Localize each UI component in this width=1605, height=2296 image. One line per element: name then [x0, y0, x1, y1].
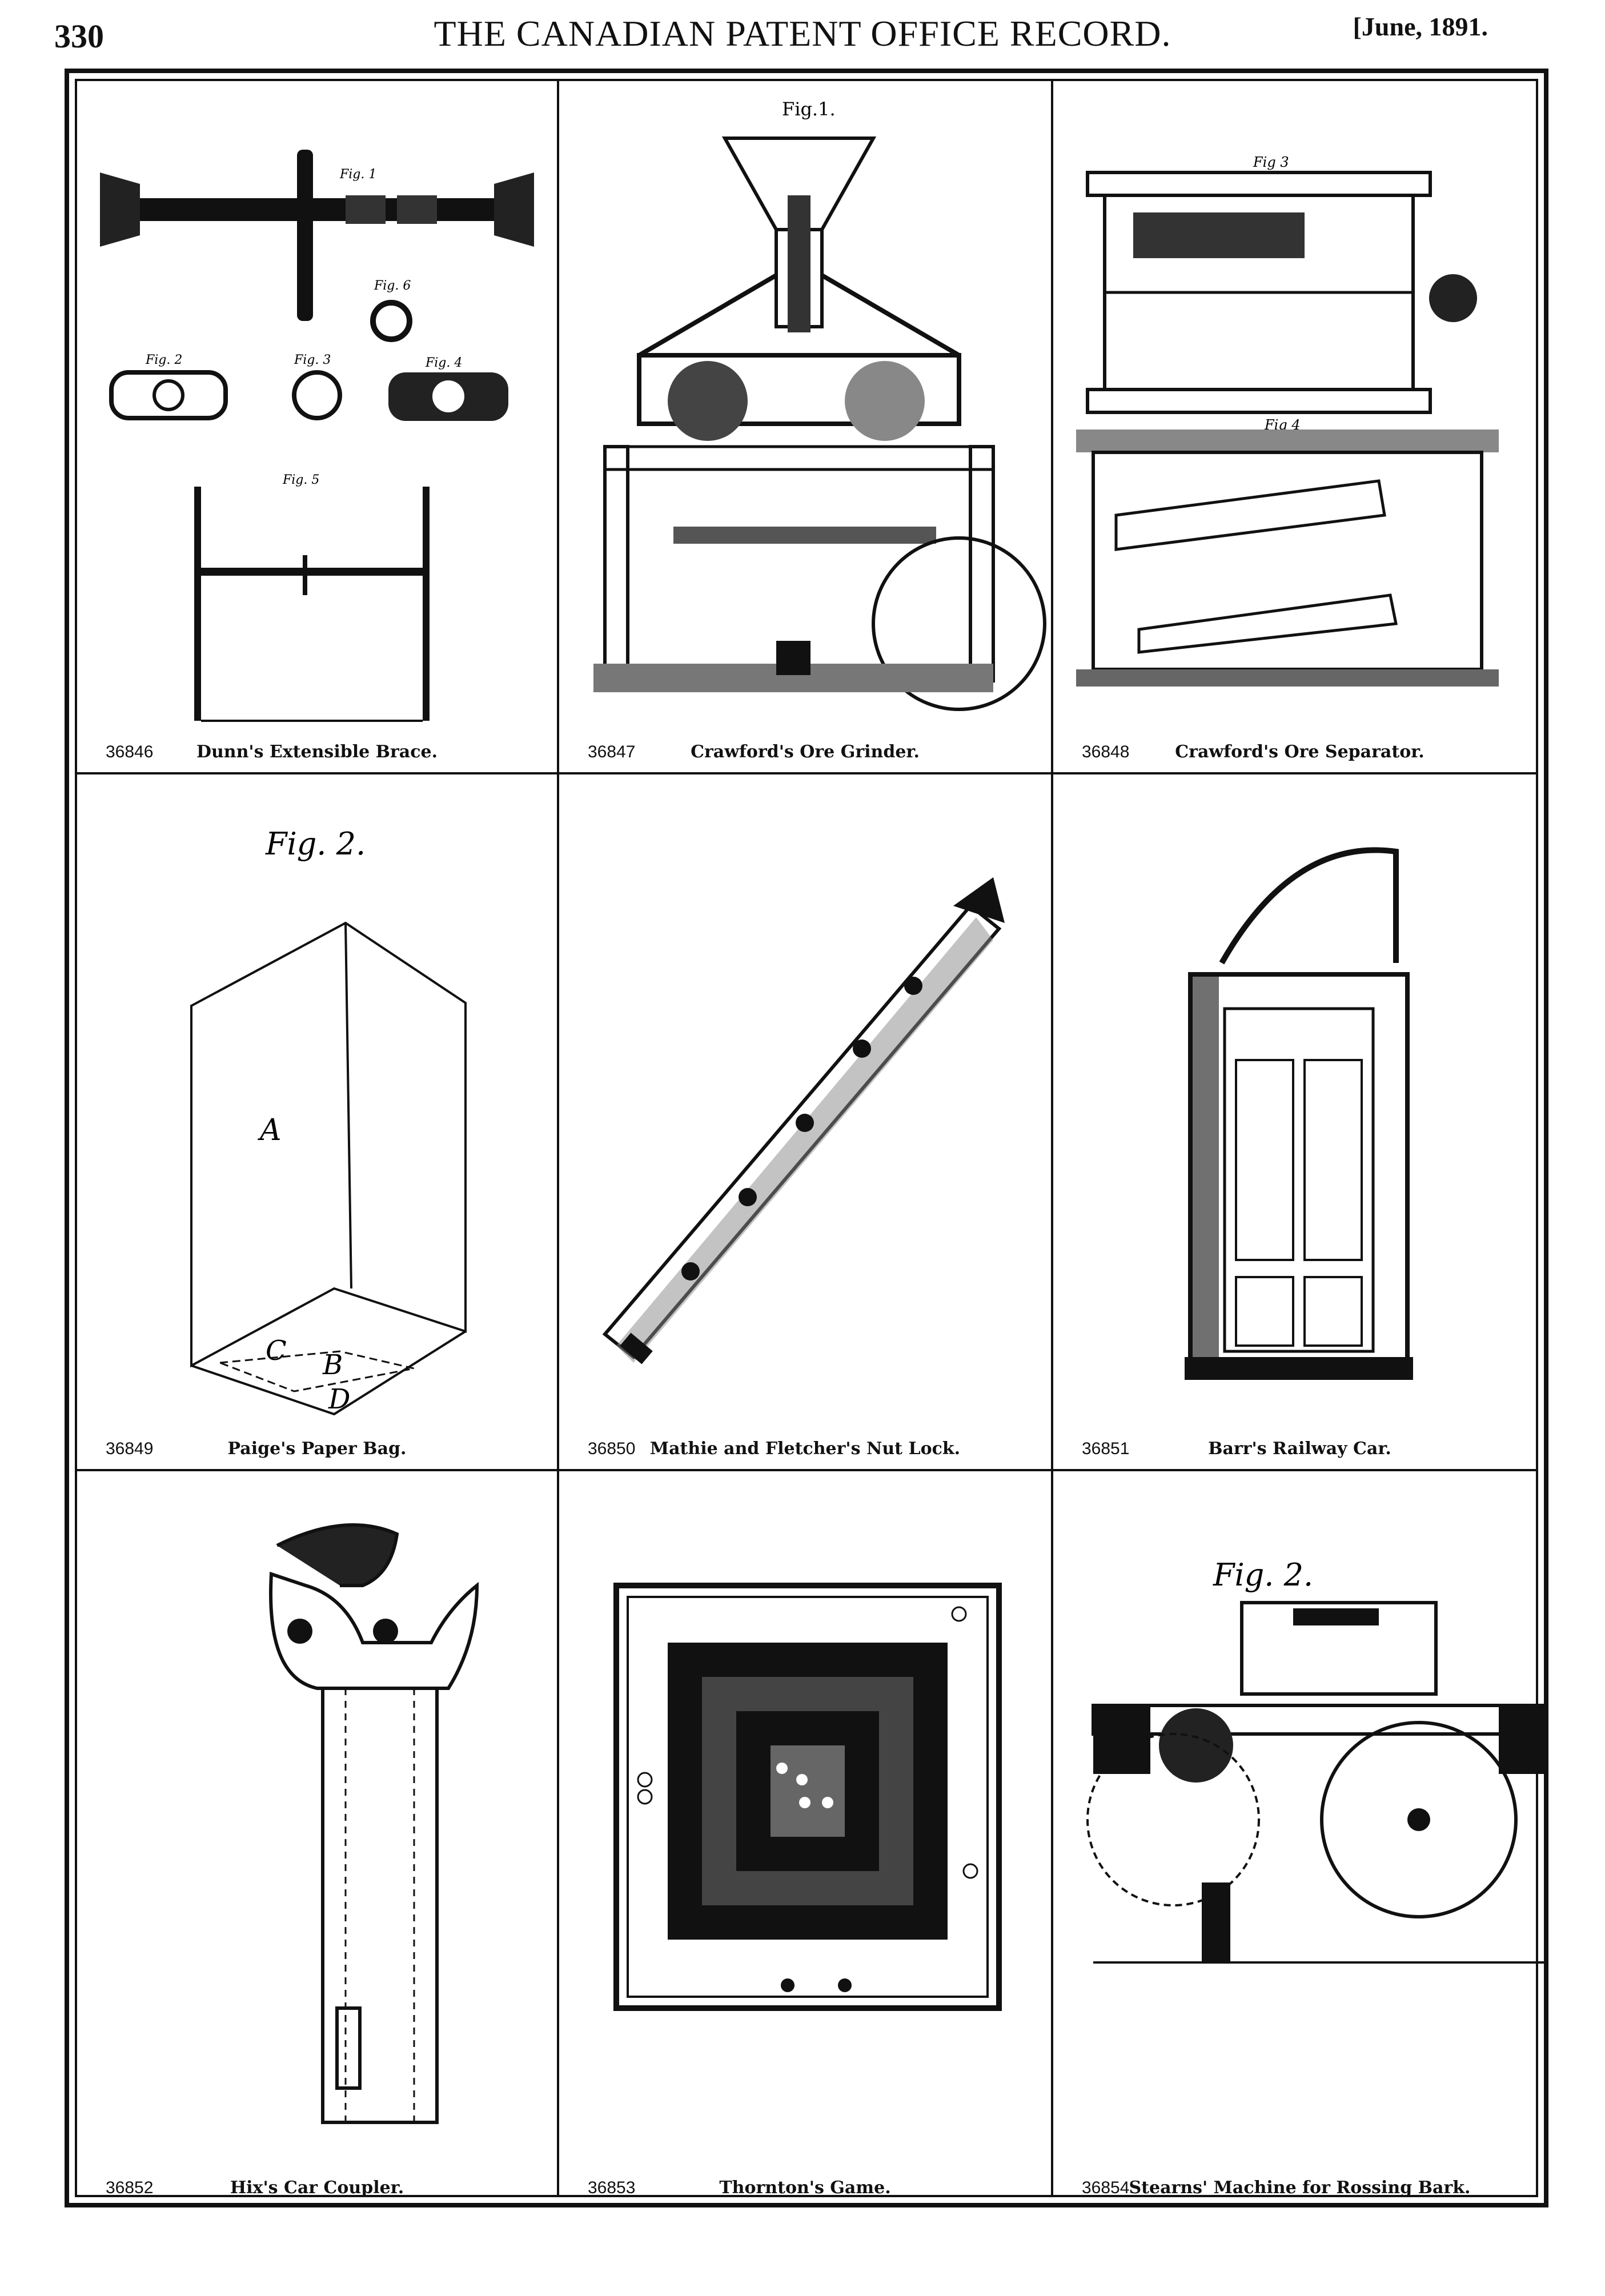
page-header: 330 THE CANADIAN PATENT OFFICE RECORD. [… [0, 0, 1605, 69]
ore-grinder-drawing: Fig.1. [593, 98, 1046, 711]
fig-label: Fig. 1 [339, 167, 376, 182]
patent-cell-36852: 36852 Hix's Car Coupler. [77, 1471, 557, 2208]
svg-text:Fig. 4: Fig. 4 [425, 356, 462, 370]
patent-number: 36853 [588, 2178, 636, 2197]
patent-title: Crawford's Ore Separator. [1175, 742, 1425, 762]
svg-text:Fig 3: Fig 3 [1253, 154, 1289, 170]
patent-cell-36849: Fig. 2. A B C D 36849 Paige's Paper Bag. [77, 774, 557, 1469]
journal-title: THE CANADIAN PATENT OFFICE RECORD. [434, 13, 1171, 54]
car-coupler-drawing [269, 1523, 479, 2124]
plates-frame: Fig. 1 Fig. 6 Fig. 2 Fig. 3 Fig. 4 [65, 69, 1548, 2207]
svg-text:C: C [266, 1335, 287, 1367]
patent-number: 36851 [1082, 1439, 1130, 1458]
row-divider [77, 1469, 1536, 1471]
patent-number: 36848 [1082, 742, 1130, 761]
issue-date: [June, 1891. [1353, 12, 1488, 41]
patent-number: 36850 [588, 1439, 636, 1458]
patent-cell-36854: Fig. 2. 36854 Stearns' Machine for Rossi… [1053, 1471, 1546, 2208]
patent-number: 36847 [588, 742, 636, 761]
svg-text:Fig. 2.: Fig. 2. [1213, 1557, 1313, 1593]
svg-text:Fig.1.: Fig.1. [782, 98, 836, 120]
plates-grid: Fig. 1 Fig. 6 Fig. 2 Fig. 3 Fig. 4 [75, 79, 1546, 2198]
svg-text:B: B [322, 1349, 343, 1381]
patent-cell-36850: 36850 Mathie and Fletcher's Nut Lock. [559, 774, 1051, 1469]
patent-cell-36848: Fig 3 Fig 4 36848 Crawford's Ore Separat… [1053, 81, 1546, 772]
patent-title: Thornton's Game. [719, 2178, 891, 2198]
patent-cell-36853: 36853 Thornton's Game. [559, 1471, 1051, 2208]
patent-number: 36846 [106, 742, 154, 761]
svg-text:Fig. 6: Fig. 6 [374, 279, 411, 293]
svg-text:A: A [258, 1113, 282, 1147]
svg-text:Fig. 2: Fig. 2 [145, 353, 182, 367]
column-divider [1051, 81, 1053, 2195]
patent-number: 36852 [106, 2178, 154, 2197]
svg-text:D: D [328, 1383, 350, 1415]
page-number: 330 [54, 18, 104, 55]
patent-title: Barr's Railway Car. [1208, 1439, 1391, 1459]
patent-title: Dunn's Extensible Brace. [196, 742, 438, 762]
patent-title: Paige's Paper Bag. [227, 1439, 407, 1459]
patent-cell-36847: Fig.1. 36847 [559, 81, 1051, 772]
svg-text:Fig. 2.: Fig. 2. [265, 826, 366, 862]
patent-title: Mathie and Fletcher's Nut Lock. [649, 1439, 961, 1459]
patent-number: 36849 [106, 1439, 154, 1458]
column-divider [557, 81, 559, 2195]
ore-separator-drawing: Fig 3 Fig 4 [1076, 154, 1499, 687]
paper-bag-drawing: Fig. 2. A B C D [190, 826, 467, 1416]
svg-text:Fig. 5: Fig. 5 [282, 473, 319, 487]
game-board-drawing [613, 1583, 1002, 2011]
patent-title: Hix's Car Coupler. [230, 2178, 404, 2198]
bark-rossing-machine-drawing: Fig. 2. [1086, 1557, 1546, 1964]
row-divider [77, 772, 1536, 774]
extensible-brace-drawing: Fig. 1 Fig. 6 Fig. 2 Fig. 3 Fig. 4 [100, 150, 534, 722]
patent-cell-36851: 36851 Barr's Railway Car. [1053, 774, 1546, 1469]
patent-cell-36846: Fig. 1 Fig. 6 Fig. 2 Fig. 3 Fig. 4 [77, 81, 557, 772]
railway-car-drawing [1185, 847, 1413, 1380]
svg-text:Fig. 3: Fig. 3 [294, 353, 331, 367]
nut-lock-drawing [602, 877, 1005, 1364]
patent-title: Crawford's Ore Grinder. [691, 742, 920, 762]
patent-title: Stearns' Machine for Rossing Bark. [1129, 2178, 1471, 2198]
patent-number: 36854 [1082, 2178, 1130, 2197]
